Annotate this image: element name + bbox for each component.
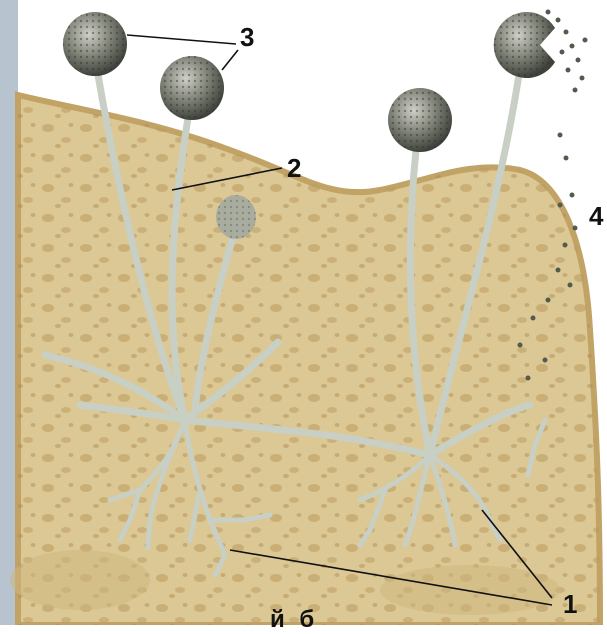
label-4: 4 (589, 203, 603, 229)
bottom-caption-fragment: й б (270, 606, 318, 634)
label-1: 1 (563, 591, 577, 617)
label-3: 3 (240, 24, 254, 50)
label-2: 2 (287, 155, 301, 181)
